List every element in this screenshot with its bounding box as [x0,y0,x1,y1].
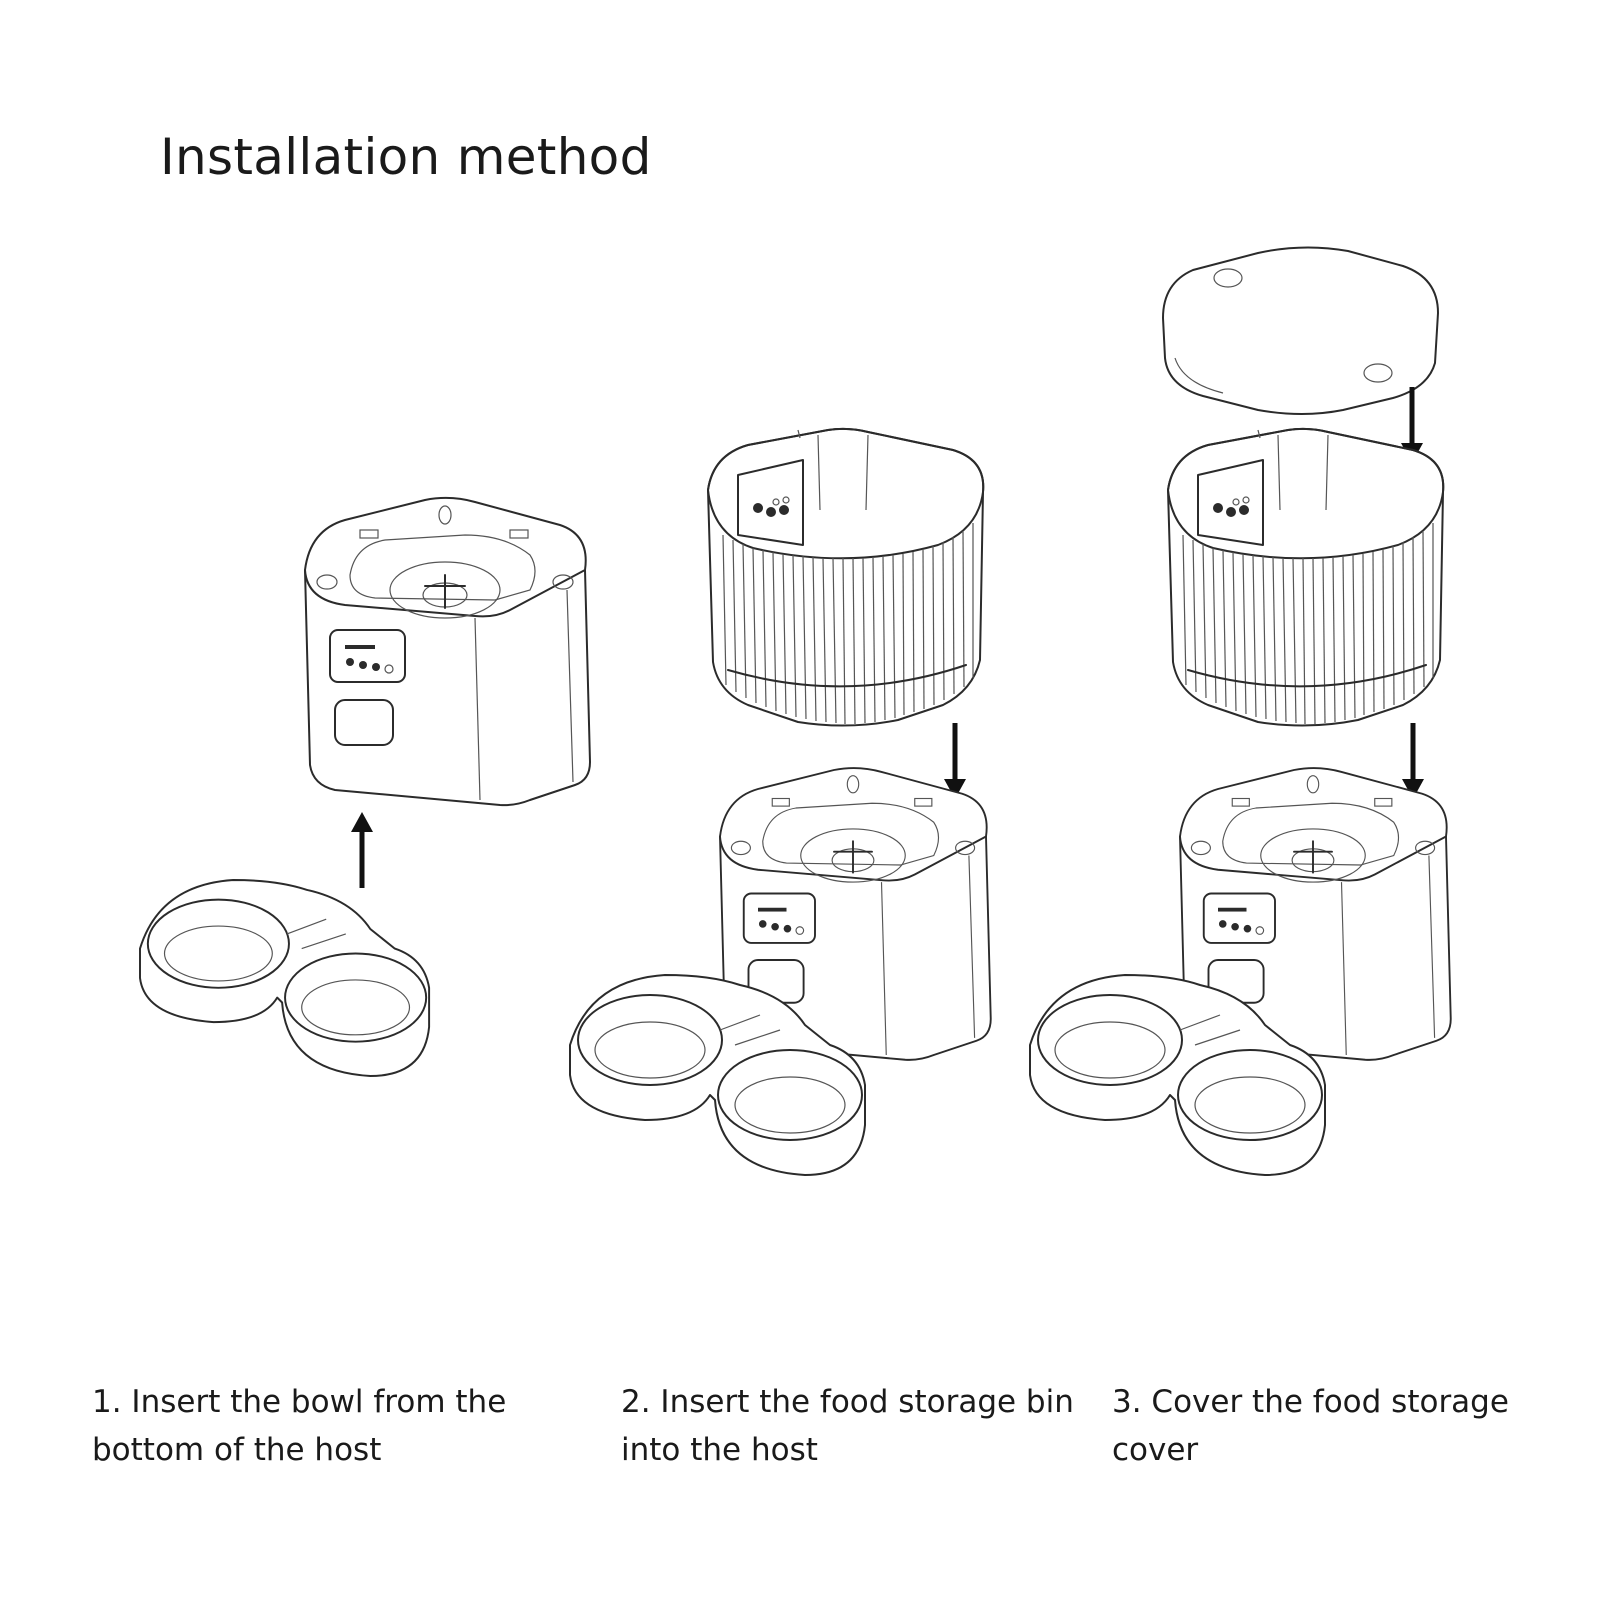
diagram-title: Installation method [160,128,652,186]
storage-bin-icon [707,427,985,727]
arrow-up-icon [351,812,373,888]
storage-bin-icon [1167,427,1445,727]
feeder-host-icon [304,496,591,807]
step2-caption: 2. Insert the food storage bin into the … [621,1384,1074,1468]
arrow-down-icon [1402,723,1424,799]
step1-illustration [139,496,591,1077]
step1-caption: 1. Insert the bowl from the bottom of th… [92,1384,507,1468]
step3-caption: 3. Cover the food storage cover [1112,1384,1509,1468]
double-bowl-icon [139,879,431,1077]
storage-cover-icon [1162,246,1439,415]
step3-illustration [1029,246,1452,1176]
arrow-down-icon [944,723,966,799]
step2-illustration [569,427,992,1176]
